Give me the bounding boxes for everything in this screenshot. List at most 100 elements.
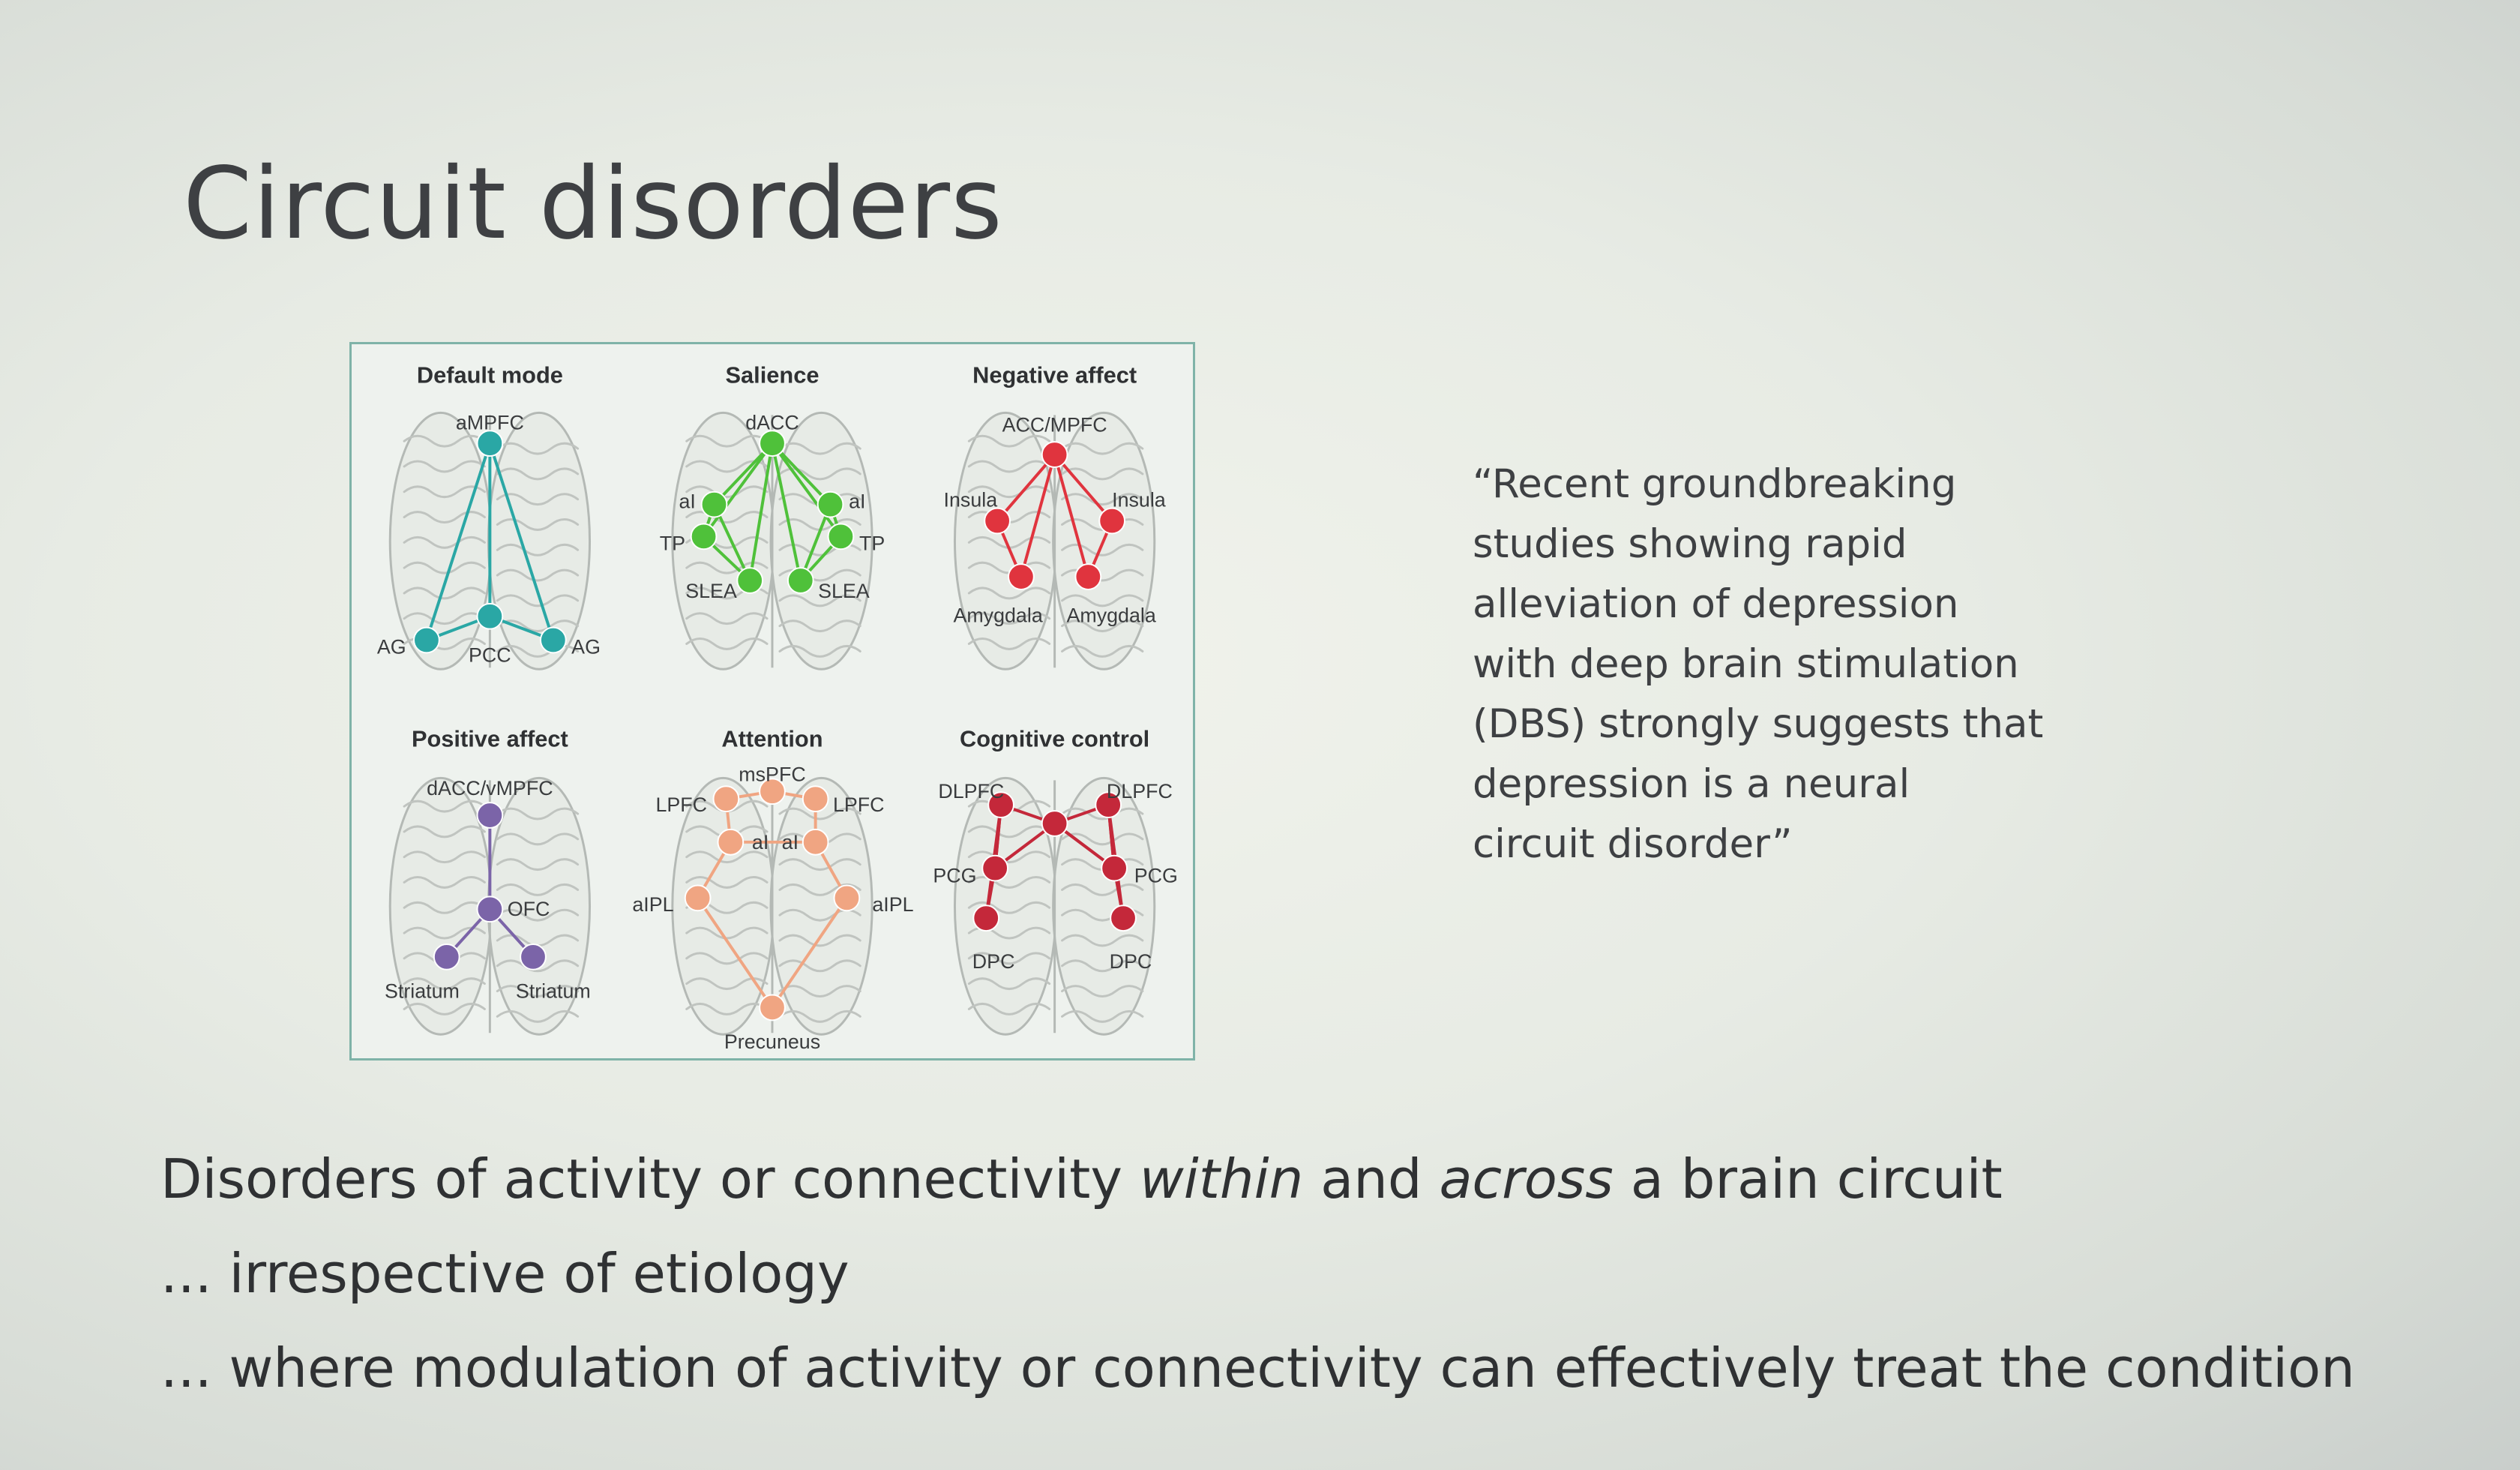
definition-line: Disorders of activity or connectivity wi… (160, 1148, 2003, 1210)
region-node (684, 884, 712, 912)
network-title: Negative affect (972, 362, 1137, 388)
region-label: msPFC (739, 763, 805, 785)
region-label: PCG (933, 864, 976, 886)
network-salience: Salience dACC aI aI TP TP SLEA SLEA (660, 362, 885, 670)
region-label: LPFC (655, 794, 707, 816)
region-node (1041, 810, 1068, 837)
region-label: aI (752, 831, 769, 854)
region-node (759, 778, 786, 806)
region-node (759, 994, 786, 1022)
quote-line: alleviation of depression (1473, 581, 1959, 627)
connection-line (713, 442, 774, 506)
connection-line (771, 897, 849, 1009)
network-title: Salience (726, 362, 820, 388)
network-default-mode: Default mode aMPFC AG PCC AG (377, 362, 601, 670)
quote-line: with deep brain stimulation (1473, 641, 2019, 687)
connection-line (799, 503, 832, 581)
connection-line (696, 897, 774, 1009)
quote-line: circuit disorder” (1473, 821, 1793, 867)
connection-line (712, 503, 751, 581)
region-node (1095, 791, 1122, 819)
region-label: OFC (508, 898, 550, 920)
region-label: AG (571, 635, 601, 658)
region-node (690, 523, 718, 550)
connection-line (425, 442, 492, 641)
network-title: Cognitive control (960, 726, 1149, 752)
network-title: Attention (721, 726, 823, 752)
quote-line: (DBS) strongly suggests that (1473, 701, 2044, 747)
region-label: Striatum (516, 980, 591, 1003)
region-label: Insula (944, 489, 998, 512)
definition-text: and (1303, 1148, 1440, 1210)
region-node (827, 523, 855, 550)
region-label: aI (679, 490, 696, 513)
region-node (433, 943, 460, 970)
region-label: Amygdala (1066, 604, 1155, 627)
region-node (476, 602, 504, 630)
region-label: aI (849, 490, 865, 513)
connection-line (1053, 454, 1090, 578)
modulation-line: ... where modulation of activity or conn… (160, 1336, 2355, 1400)
region-label: Precuneus (724, 1030, 820, 1053)
region-label: Insula (1112, 489, 1166, 512)
quote-line: depression is a neural (1473, 761, 1910, 807)
region-node (476, 896, 504, 923)
region-node (833, 884, 861, 912)
region-node (984, 507, 1011, 535)
region-node (539, 626, 567, 654)
connection-line (1053, 453, 1113, 522)
region-label: SLEA (818, 580, 870, 602)
region-label: DPC (1110, 950, 1152, 973)
region-node (1041, 441, 1068, 468)
region-label: DPC (972, 950, 1015, 973)
region-label: aI (782, 831, 799, 854)
region-node (1101, 854, 1128, 882)
region-node (817, 490, 844, 518)
network-title: Default mode (417, 362, 563, 388)
quote-line: “Recent groundbreaking (1473, 461, 1957, 507)
region-node (413, 626, 440, 654)
region-node (759, 430, 786, 458)
region-node (736, 567, 764, 594)
region-node (717, 828, 745, 856)
region-node (520, 943, 547, 970)
region-label: dACC/vMPFC (427, 777, 553, 800)
connection-line (771, 442, 832, 506)
definition-text: Disorders of activity or connectivity (160, 1148, 1140, 1210)
connection-line (702, 442, 774, 538)
connection-line (771, 442, 802, 581)
region-label: TP (660, 532, 685, 554)
region-node (787, 567, 814, 594)
region-label: TP (859, 532, 885, 554)
region-label: LPFC (833, 794, 885, 816)
region-node (476, 430, 504, 458)
definition-text: a brain circuit (1613, 1148, 2003, 1210)
slide-title: Circuit disorders (183, 146, 1003, 262)
region-label: PCG (1134, 864, 1178, 886)
region-label: AG (377, 635, 406, 658)
region-node (712, 785, 740, 813)
region-node (802, 785, 829, 813)
etiology-line: ... irrespective of etiology (160, 1242, 849, 1305)
region-label: aIPL (872, 893, 913, 916)
region-node (700, 490, 728, 518)
region-label: PCC (469, 644, 511, 666)
region-label: aIPL (632, 893, 673, 916)
region-node (1098, 507, 1126, 535)
region-label: SLEA (685, 580, 737, 602)
region-node (476, 802, 504, 829)
brain-networks-svg: Default mode aMPFC AG PCC AG Salience dACC aI aI… (377, 362, 1178, 1053)
region-node (1074, 563, 1102, 590)
region-label: ACC/MPFC (1002, 413, 1107, 436)
brain-networks-figure: Default mode aMPFC AG PCC AG Salience dACC aI aI… (349, 342, 1195, 1060)
region-label: aMPFC (456, 411, 524, 434)
network-attention: Attention msPFC LPFC LPFC aI aI aIPL aIPL Precun… (632, 726, 913, 1053)
region-label: DLPFC (938, 780, 1004, 802)
region-node (987, 791, 1014, 819)
connection-line (748, 442, 774, 581)
dbs-quote: “Recent groundbreaking studies showing r… (1473, 454, 2132, 874)
region-label: dACC (745, 411, 799, 434)
connection-line (996, 453, 1056, 522)
